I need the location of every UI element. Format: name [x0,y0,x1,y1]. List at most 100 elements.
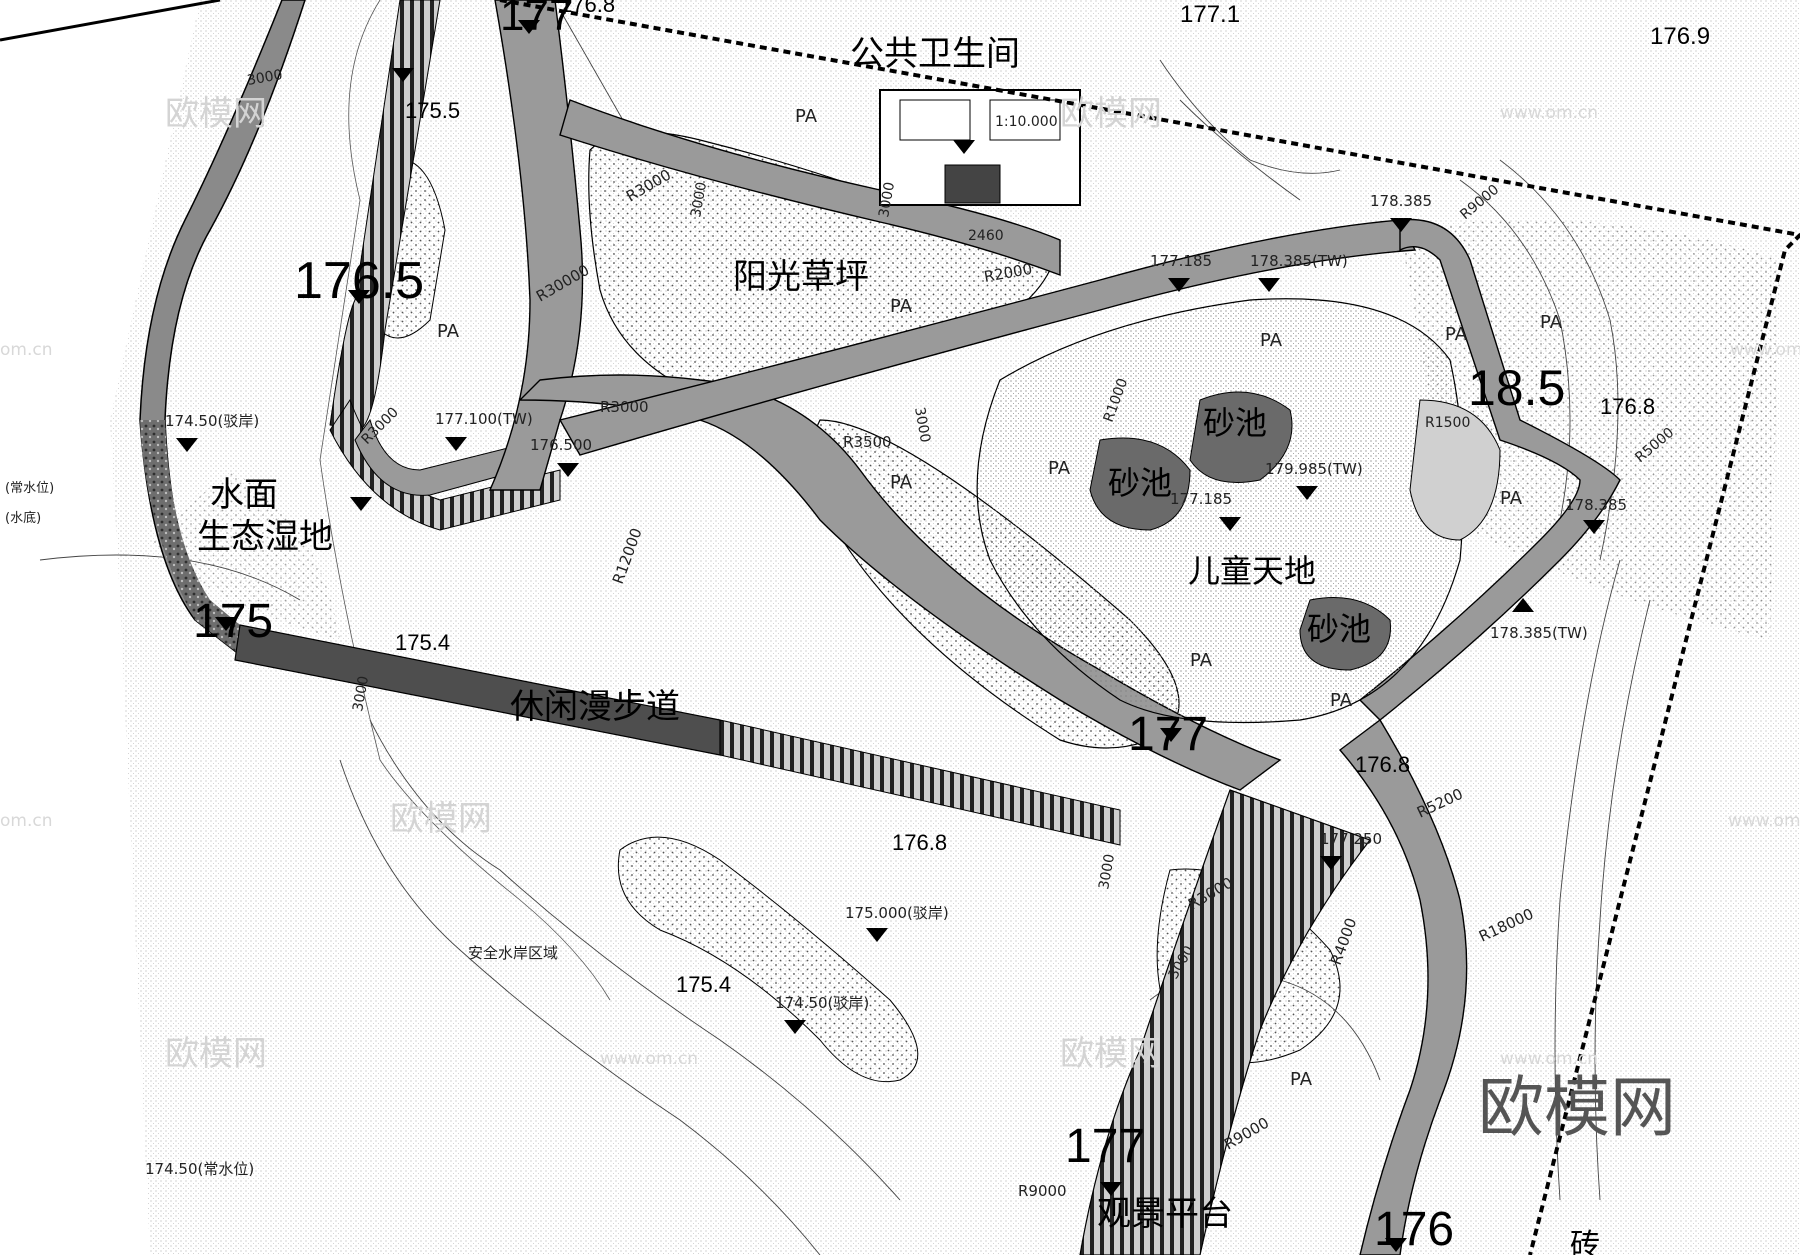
watermarks: 欧模网 欧模网 www.om.cn om.cn www.om.cn 欧模网 om… [0,94,1800,1146]
watermark-url-3: www.om.cn [1730,340,1800,360]
walkway-hatched [719,719,1121,846]
note-1: 174.50(驳岸) [165,412,259,430]
note-11: 177.250 [1320,830,1382,848]
sandpit-1-shape [1189,391,1293,483]
pa-12: PA [1290,1069,1313,1090]
pa-8: PA [1048,458,1071,479]
label-sandpit-2: 砂池 [1108,464,1172,502]
path-diagonal [518,374,1282,791]
note-2: 177.100(TW) [435,410,533,428]
dim-6: 3000 [350,675,372,713]
site-boundary [499,0,1800,1255]
path-north [488,0,584,491]
elevation-markers [176,20,1605,1252]
elev-9: 176.8 [560,0,615,17]
west-path-texture [140,420,270,655]
elev-5: 175.4 [395,630,450,655]
kids-area [976,298,1501,724]
elev-large-3: 175 [193,595,273,648]
watermark-1: 欧模网 [165,94,267,134]
label-edge-char: 砖 [1570,1228,1600,1255]
paths [139,0,1621,1255]
note-7: 179.985(TW) [1265,460,1363,478]
note-12: 175.000(驳岸) [845,904,949,922]
plaza [1409,399,1501,541]
label-sandpit-3: 砂池 [1307,610,1371,648]
label-walkway: 休闲漫步道 [510,687,680,727]
pa-1: PA [795,106,818,127]
watermark-url-7: www.om.cn [1500,1049,1598,1069]
watermark-4: 欧模网 [165,1034,267,1074]
sandpit-3-shape [1299,597,1391,671]
watermark-url-5: www.om.cn [1728,811,1800,831]
note-5: 178.385(TW) [1250,252,1348,270]
top-left-edge [0,0,221,42]
watermark-main: 欧模网 [1478,1069,1676,1146]
watermark-url-4: om.cn [0,811,53,831]
note-16: (水底) [5,510,41,526]
pa-9: PA [1500,488,1523,509]
note-3: 176.500 [530,436,592,454]
watermark-url-2: om.cn [0,340,53,360]
note-17: 1:10.000 [995,114,1058,130]
elev-large-4: 177 [1128,708,1208,761]
radius-14: R1500 [1425,415,1470,431]
note-9: 178.385 [1565,496,1627,514]
dim-7: 3000 [1096,853,1118,891]
path-to-toilet [559,99,1061,277]
watermark-2: 欧模网 [1060,94,1162,134]
sandpit-2-shape [1089,437,1191,531]
radius-11: R9000 [1018,1182,1067,1200]
watermark-url-1: www.om.cn [1500,103,1598,123]
contour-lines [39,9,1651,1255]
label-viewing: 观景平台 [1097,1194,1233,1234]
dimension-labels: 3000 3000 3000 2460 3000 3000 3000 3000 [246,67,1197,982]
pa-2: PA [890,296,913,317]
elev-1: 177.1 [1180,1,1240,28]
elev-large-5: 177 [1065,1120,1145,1173]
elev-4: 176.8 [1600,394,1655,419]
watermark-5: 欧模网 [1060,1034,1162,1074]
dim-5: 3000 [911,406,933,444]
note-15: (常水位) [5,481,54,496]
label-safe-zone: 安全水岸区域 [468,944,558,962]
lawn-lower [617,836,919,1083]
elev-large-1: 177 [500,0,573,40]
pa-labels: PA PA PA PA PA PA PA PA PA PA PA PA [437,106,1563,1090]
note-14: 174.50(常水位) [145,1160,254,1178]
label-sandpit-1: 砂池 [1203,404,1267,442]
viewing-platform-hatch [1079,789,1371,1255]
pa-4: PA [1260,330,1283,351]
elev-large-6: 176 [1374,1203,1454,1255]
radius-4: R3000 [600,398,649,416]
label-water: 水面 [210,475,278,515]
note-6: 178.385 [1370,192,1432,210]
dim-2: 3000 [688,181,710,219]
pa-10: PA [1190,650,1213,671]
note-10: 178.385(TW) [1490,624,1588,642]
watermark-3: 欧模网 [390,799,492,839]
dim-3: 3000 [876,181,898,219]
watermark-url-6: www.om.cn [600,1049,698,1069]
lawn-right [1400,220,1780,640]
pa-6: PA [1540,312,1563,333]
elev-8: 175.4 [676,972,731,997]
grade-line [319,0,611,1001]
radius-5: R3500 [843,433,892,451]
elev-3: 175.5 [405,98,460,123]
elev-2: 176.9 [1650,23,1710,50]
label-kids: 儿童天地 [1188,552,1316,590]
lawn-water-edge [150,470,340,640]
note-8: 177.185 [1170,490,1232,508]
elev-7: 176.8 [892,830,947,855]
label-lawn: 阳光草坪 [733,257,869,297]
note-4: 177.185 [1150,252,1212,270]
dim-4: 2460 [968,228,1004,244]
toilet-building [879,89,1081,206]
path-northeast [558,219,1417,456]
dim-1: 3000 [246,67,284,89]
elev-large-2: 176.5 [294,252,424,310]
label-toilet: 公共卫生间 [850,34,1020,74]
elev-large-7: 18.5 [1468,360,1565,416]
